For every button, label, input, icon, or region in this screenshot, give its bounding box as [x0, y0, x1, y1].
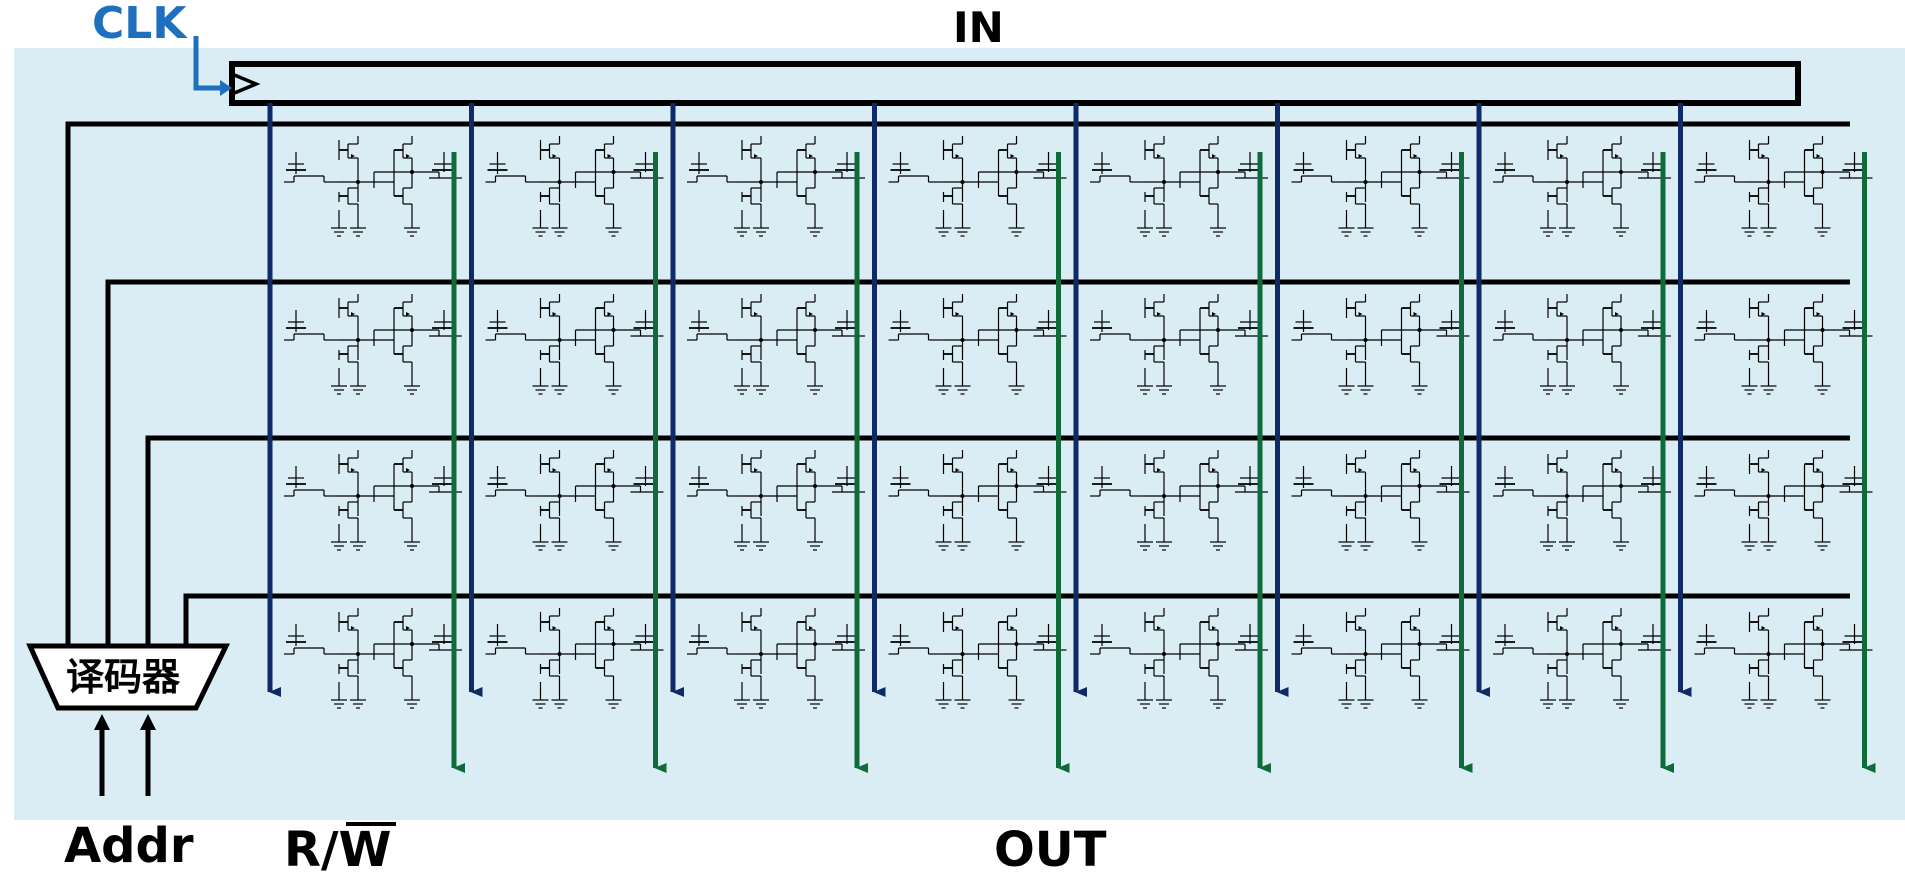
in-label: IN: [953, 3, 1004, 52]
rw-write: W: [339, 822, 392, 872]
clk-arrowhead: [220, 80, 232, 96]
word-line-0: [65, 121, 1850, 646]
word-line-3: [183, 593, 1850, 646]
addr-arrow-1: [94, 714, 110, 730]
input-register: [229, 61, 1801, 106]
clk-wire: [193, 36, 222, 91]
rw-read: R/: [284, 822, 339, 872]
out-label: OUT: [994, 822, 1107, 872]
bit-buses: [267, 103, 1876, 773]
addr-arrow-2: [140, 714, 156, 730]
decoder-label: 译码器: [66, 655, 181, 699]
decoder-block: [26, 643, 230, 711]
clock-triangle: [231, 72, 261, 96]
word-line-1: [105, 279, 1850, 646]
addr-label: Addr: [64, 818, 194, 872]
clk-label: CLK: [92, 0, 188, 49]
array-panel: [14, 48, 1905, 820]
word-line-2: [145, 435, 1850, 646]
rw-label: R/W: [284, 822, 391, 872]
